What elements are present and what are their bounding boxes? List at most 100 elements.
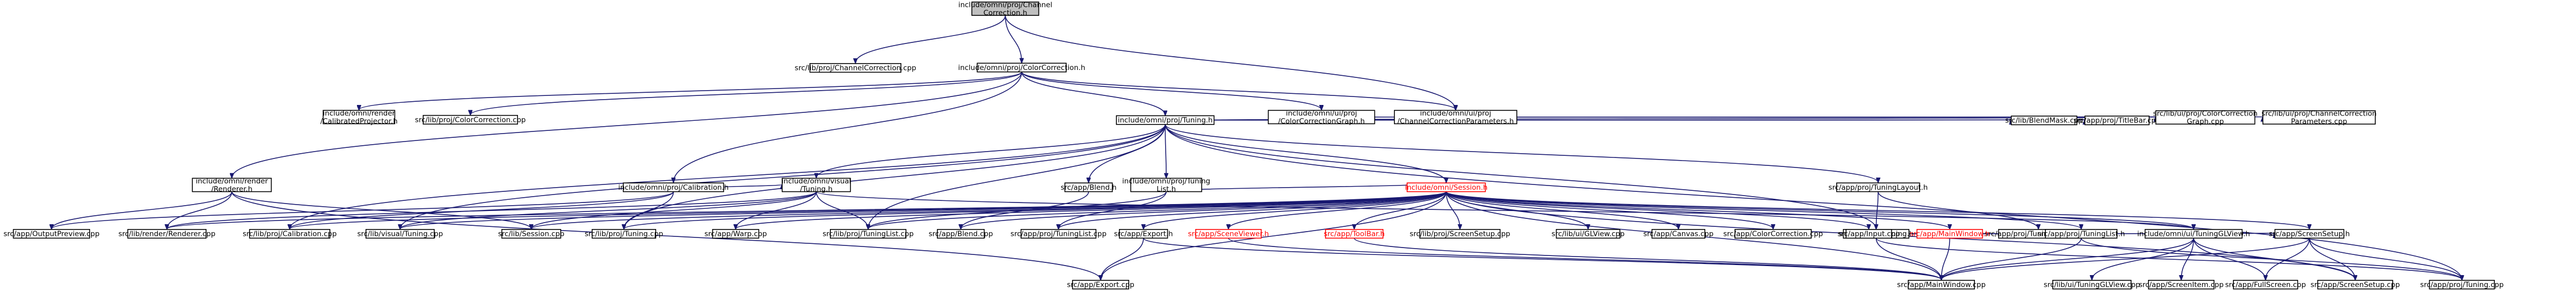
edge-n42-n49 [2309,238,2462,280]
file-node-n21[interactable]: src/app/OutputPreview.cpp [4,229,100,239]
file-node-n18[interactable]: src/lib/ui/proj/ChannelCorrectionParamet… [2261,109,2376,126]
file-node-n16[interactable]: src/app/proj/TitleBar.cpp [2073,116,2160,126]
edge-n2-n7 [1021,72,1321,110]
file-node-n36[interactable]: src/app/Canvas.cpp [1643,229,1714,239]
file-node-n40[interactable]: src/app/proj/TuningList.h [2037,229,2125,239]
edge-n2-n6 [1021,72,1165,116]
file-node-n6[interactable]: include/omni/proj/Tuning.h [1116,115,1215,125]
edge-n8-n21 [51,191,232,229]
file-node-n46[interactable]: src/app/ScreenItem.cpp [2139,280,2224,290]
file-node-n27[interactable]: src/app/Warp.cpp [704,229,767,239]
node-label: src/app/Blend.cpp [928,230,993,239]
node-box [1267,110,1375,125]
node-label: src/app/OutputPreview.cpp [4,230,100,239]
file-node-n12[interactable]: src/app/Blend.h [1061,182,1117,192]
edge-n0-n1 [855,15,1006,63]
edge-n42-n44 [1942,237,2310,280]
edge-n2-n9 [674,72,1022,183]
file-node-n47[interactable]: src/app/FullScreen.cpp [2225,280,2306,290]
edge-n13-n40 [1445,191,2081,229]
file-node-n34[interactable]: src/lib/proj/ScreenSetup.cpp [1410,229,1510,239]
node-label: include/omni/ui/TuningGLView.h [2137,230,2250,239]
node-label: /Tuning.h [800,185,833,193]
file-node-n17[interactable]: src/lib/ui/proj/ColorCorrectionGraph.cpp [2153,109,2257,126]
node-box [2317,280,2393,290]
node-box [13,229,91,239]
file-node-n31[interactable]: src/app/Export.h [1114,229,1173,239]
node-box [1325,229,1384,239]
node-box [501,229,561,239]
file-node-n35[interactable]: src/lib/ui/GLView.cpp [1552,229,1625,239]
file-node-n28[interactable]: src/lib/proj/TuningList.cpp [822,229,914,239]
edge-n6-n26 [624,124,1166,229]
file-node-n45[interactable]: src/lib/ui/TuningGLView.cpp [2044,280,2140,290]
file-node-n14[interactable]: src/app/proj/TuningLayout.h [1829,182,1928,192]
node-label: src/app/Warp.cpp [704,230,767,239]
file-node-n1[interactable]: src/lib/proj/ChannelCorrection.cpp [795,63,916,73]
node-label: src/lib/ui/GLView.cpp [1552,230,1625,239]
file-node-n37[interactable]: src/app/ColorCorrection.cpp [1723,229,1823,239]
node-label: include/omni/ui/proj [1420,109,1491,118]
edge-n40-n44 [1942,238,2082,280]
file-node-n48[interactable]: src/app/ScreenSetup.cpp [2311,280,2400,290]
file-node-n10[interactable]: include/omni/proj/TuningList.h [1122,177,1210,193]
node-label: src/app/SceneViewer.h [1188,230,1269,239]
file-node-n32[interactable]: src/app/SceneViewer.h [1188,229,1269,239]
node-box [1734,229,1812,239]
edge-n11-n24 [400,191,817,229]
file-node-n44[interactable]: src/app/MainWindow.cpp [1897,280,1985,290]
node-box [592,229,656,239]
node-label: src/app/ColorCorrection.cpp [1723,230,1823,239]
node-label: src/app/Canvas.cpp [1643,230,1714,239]
node-label: src/lib/render/Renderer.cpp [119,230,216,239]
file-node-n39[interactable]: src/app/MainWindow.h [1910,229,1990,239]
node-box [1072,280,1130,290]
file-node-n49[interactable]: src/app/proj/Tuning.cpp [2420,280,2504,290]
node-label: include/omni/proj/Tuning.h [1118,116,1213,125]
node-box [2429,280,2495,290]
edge-n41-n47 [2193,238,2266,280]
file-node-n15[interactable]: src/lib/BlendMask.cpp [2005,116,2083,126]
file-node-n8[interactable]: include/omni/render/Renderer.h [192,177,272,193]
file-node-n33[interactable]: src/app/ToolBar.h [1324,229,1385,239]
node-box [2148,280,2215,290]
file-node-n42[interactable]: src/app/ScreenSetup.h [2269,229,2350,239]
file-node-n13[interactable]: include/omni/Session.h [1405,182,1488,192]
file-node-n2[interactable]: include/omni/proj/ColorCorrection.h [958,63,1085,73]
node-box [1064,182,1113,192]
file-node-n38[interactable]: src/app/Input.cpp [1838,229,1900,239]
file-node-n9[interactable]: include/omni/proj/Calibration.h [618,182,729,192]
edge-n11-n22 [167,191,817,229]
edge-n10-n30 [1059,191,1167,229]
file-node-n5[interactable]: src/lib/proj/ColorCorrection.cpp [415,114,526,125]
file-node-n41[interactable]: include/omni/ui/TuningGLView.h [2137,229,2250,239]
file-node-n43[interactable]: src/app/Export.cpp [1067,280,1134,290]
edge-n13-n25 [531,191,1447,229]
file-node-n23[interactable]: src/lib/proj/Calibration.cpp [243,229,337,239]
file-node-n11[interactable]: include/omni/visual/Tuning.h [782,177,851,193]
node-label: include/omni/proj/Tuning [1122,177,1210,186]
file-node-n0[interactable]: include/omni/proj/ChannelCorrection.h [958,1,1052,17]
file-node-n30[interactable]: src/app/proj/TuningList.cpp [1010,229,1106,239]
file-node-n22[interactable]: src/lib/render/Renderer.cpp [119,229,216,239]
node-label: src/lib/ui/TuningGLView.cpp [2044,281,2140,289]
file-node-n4[interactable]: include/omni/render/CalibratedProjector.… [320,109,398,126]
edge-n42-n47 [2266,238,2310,280]
file-node-n24[interactable]: src/lib/visual/Tuning.cpp [357,229,443,239]
file-node-n25[interactable]: src/lib/Session.cpp [498,229,565,239]
edge-n11-n25 [531,191,817,229]
edge-n13-n29 [961,191,1447,229]
node-label: src/app/MainWindow.cpp [1897,281,1985,289]
edge-n14-n19 [1876,191,1879,229]
node-label: src/app/Export.cpp [1067,281,1134,289]
file-node-n3[interactable]: include/omni/ui/proj/ChannelCorrectionPa… [1394,109,1517,126]
edge-n2-n5 [470,72,1022,115]
edge-n2-n3 [1021,72,1455,110]
edge-n8-n25 [231,191,531,229]
node-box [1394,110,1517,125]
file-node-n29[interactable]: src/app/Blend.cpp [928,229,993,239]
node-label: include/omni/Session.h [1405,183,1488,192]
file-node-n7[interactable]: include/omni/ui/proj/ColorCorrectionGrap… [1267,109,1375,126]
file-node-n26[interactable]: src/lib/proj/Tuning.cpp [585,229,663,239]
edge-n0-n3 [1005,15,1455,110]
